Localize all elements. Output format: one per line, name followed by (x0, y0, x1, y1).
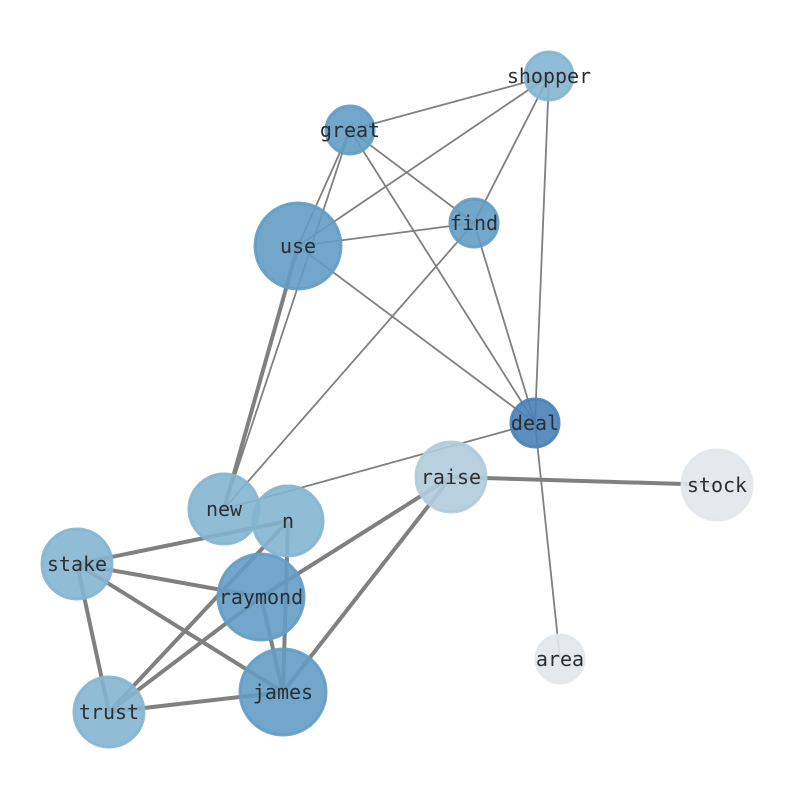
edge-great-find (349, 129, 475, 224)
node-circle (448, 197, 500, 249)
node-circle (523, 50, 575, 102)
node-label: raymond (219, 585, 303, 609)
edge-shopper-find (473, 75, 550, 224)
edge-shopper-use (297, 75, 550, 247)
edge-use-new (222, 245, 300, 510)
node-deal: deal (509, 397, 561, 449)
node-great: great (320, 104, 380, 156)
node-circle (216, 552, 306, 642)
node-label: area (536, 647, 584, 671)
node-circle (251, 484, 325, 558)
node-james: james (238, 647, 328, 737)
edge-shopper-great (349, 75, 550, 131)
node-layer: shopper great find use deal raise stock new n sta… (40, 50, 754, 749)
node-new: new (187, 472, 261, 546)
node-stake: stake (40, 527, 114, 601)
node-label: great (320, 118, 380, 142)
node-circle (72, 675, 146, 749)
edge-find-deal (473, 222, 536, 424)
node-circle (680, 448, 754, 522)
node-circle (509, 397, 561, 449)
node-circle (414, 440, 488, 514)
edge-raise-stock (450, 475, 718, 487)
node-label: trust (79, 700, 139, 724)
node-circle (238, 647, 328, 737)
node-use: use (253, 201, 343, 291)
node-label: n (282, 509, 294, 533)
node-circle (253, 201, 343, 291)
edge-layer (75, 75, 718, 714)
edge-find-new (223, 222, 475, 510)
node-label: use (280, 234, 316, 258)
node-area: area (534, 633, 586, 685)
edge-use-deal (297, 245, 536, 424)
node-label: raise (421, 465, 481, 489)
edge-shopper-deal (534, 75, 550, 424)
node-label: shopper (507, 64, 591, 88)
node-stock: stock (680, 448, 754, 522)
edge-deal-area (534, 422, 561, 660)
edge-great-deal (349, 129, 536, 424)
node-label: stake (47, 552, 107, 576)
node-circle (324, 104, 376, 156)
node-label: stock (687, 473, 747, 497)
node-trust: trust (72, 675, 146, 749)
node-circle (40, 527, 114, 601)
edge-great-new (223, 129, 351, 510)
edge-raise-james (281, 475, 453, 694)
node-raymond: raymond (216, 552, 306, 642)
node-label: deal (511, 411, 559, 435)
node-label: new (206, 497, 243, 521)
node-label: james (253, 680, 313, 704)
node-label: find (450, 211, 498, 235)
node-shopper: shopper (507, 50, 591, 102)
node-circle (534, 633, 586, 685)
node-n: n (251, 484, 325, 558)
node-raise: raise (414, 440, 488, 514)
node-find: find (448, 197, 500, 249)
